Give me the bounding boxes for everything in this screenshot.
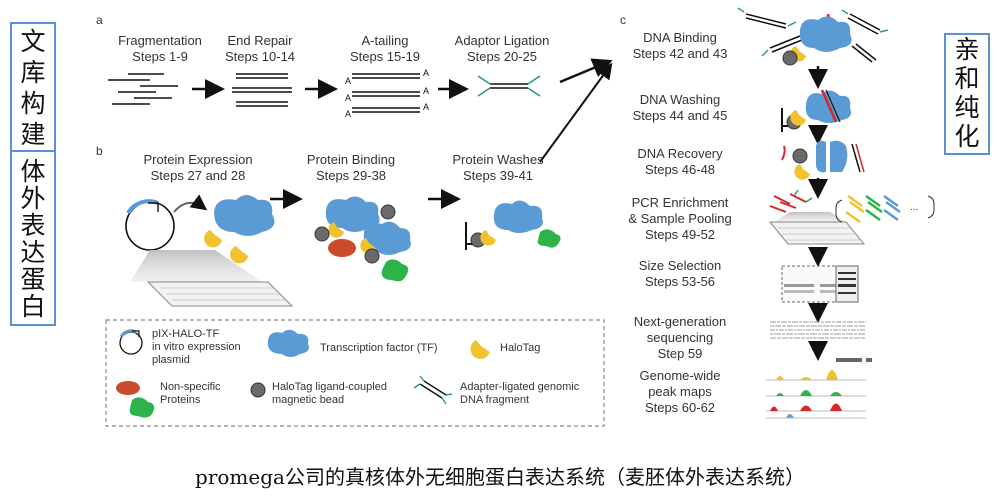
curved-arrow-icon	[173, 194, 208, 213]
protein-wash-icon	[465, 200, 561, 250]
step-protein-washes-steps: Steps 39-41	[463, 168, 533, 183]
legend-nonspecific-green-icon	[129, 397, 155, 418]
c-size-line2: Steps 53-56	[645, 274, 715, 289]
legend-halotag-label: HaloTag	[500, 342, 540, 354]
legend-bead-icon	[250, 382, 266, 398]
legend-nonspecific-line1: Non-specific	[160, 381, 221, 393]
plasmid-icon	[125, 199, 175, 251]
arrow-b-to-c	[539, 62, 613, 163]
dna-recovery-icon	[781, 140, 865, 180]
a-tailed-dna-icon	[352, 73, 420, 113]
expression-plate-icon	[146, 281, 294, 307]
panel-a-letter: a	[96, 13, 103, 27]
c-pcr-line1: PCR Enrichment	[632, 195, 729, 210]
step-fragmentation-name: Fragmentation	[118, 33, 202, 48]
legend-dna-line2: DNA fragment	[460, 394, 529, 406]
legend-nonspecific-red-icon	[116, 381, 140, 395]
a-tail-left-1: A	[345, 76, 351, 86]
c-ngs-line2: sequencing	[647, 330, 714, 345]
dna-binding-icon	[737, 7, 889, 66]
c-ngs-line1: Next-generation	[634, 314, 727, 329]
tf-halotag-complex-icon	[204, 195, 275, 248]
c-dna-recovery-line1: DNA Recovery	[637, 146, 723, 161]
legend-dna-line1: Adapter-ligated genomic	[460, 381, 580, 393]
step-end-repair-steps: Steps 10-14	[225, 49, 295, 64]
c-dna-recovery-line2: Steps 46-48	[645, 162, 715, 177]
expression-plate-beam	[130, 250, 262, 282]
legend-tf-icon	[267, 329, 309, 357]
legend-plasmid-line2: in vitro expression	[152, 341, 241, 353]
legend-tf-label: Transcription factor (TF)	[320, 342, 438, 354]
pcr-ellipsis: ...	[910, 202, 918, 213]
step-a-tailing-steps: Steps 15-19	[350, 49, 420, 64]
legend-nonspecific-line2: Proteins	[160, 394, 201, 406]
end-repaired-dna-icon	[232, 73, 292, 107]
step-end-repair-name: End Repair	[227, 33, 293, 48]
legend-halotag-icon	[470, 340, 490, 359]
legend-bead-line2: magnetic bead	[272, 394, 344, 406]
c-dna-washing-line1: DNA Washing	[640, 92, 720, 107]
c-dna-washing-line2: Steps 44 and 45	[633, 108, 728, 123]
c-pcr-line3: Steps 49-52	[645, 227, 715, 242]
a-tail-right-1: A	[423, 68, 429, 78]
legend-plasmid-line3: plasmid	[152, 354, 190, 366]
c-pcr-line2: & Sample Pooling	[628, 211, 731, 226]
dna-washing-icon	[781, 89, 851, 132]
label-library-construction: 文 库 构 建	[10, 22, 56, 152]
adaptor-ligated-dna-icon	[477, 75, 541, 97]
c-peaks-line3: Steps 60-62	[645, 400, 715, 415]
legend-plasmid-line1: pIX-HALO-TF	[152, 328, 220, 340]
c-peaks-line1: Genome-wide	[640, 368, 721, 383]
label-affinity-purification: 亲 和 纯 化	[944, 33, 990, 155]
legend-dna-icon	[413, 375, 453, 405]
step-protein-binding-steps: Steps 29-38	[316, 168, 386, 183]
c-size-line1: Size Selection	[639, 258, 721, 273]
panel-c-letter: c	[620, 13, 626, 27]
legend-bead-line1: HaloTag ligand-coupled	[272, 381, 387, 393]
ngs-reads-icon	[770, 321, 866, 339]
step-fragmentation-steps: Steps 1-9	[132, 49, 188, 64]
a-tail-left-3: A	[345, 109, 351, 119]
pcr-enrichment-icon: ...	[768, 189, 935, 245]
legend-box	[105, 319, 605, 427]
step-adaptor-ligation-steps: Steps 20-25	[467, 49, 537, 64]
step-protein-washes-name: Protein Washes	[452, 152, 544, 167]
halotag-free-icon	[230, 246, 248, 264]
c-dna-binding-line2: Steps 42 and 43	[633, 46, 728, 61]
step-protein-expression-name: Protein Expression	[143, 152, 252, 167]
fragmented-dna-icon	[108, 73, 178, 105]
step-adaptor-ligation-name: Adaptor Ligation	[455, 33, 550, 48]
label-in-vitro-expression: 体 外 表 达 蛋 白	[10, 150, 56, 326]
protein-binding-mixture-icon	[314, 196, 411, 282]
size-selection-gel-icon	[781, 265, 859, 303]
c-ngs-line3: Step 59	[658, 346, 703, 361]
panel-b-letter: b	[96, 144, 103, 158]
step-protein-expression-steps: Steps 27 and 28	[151, 168, 246, 183]
a-tail-right-3: A	[423, 102, 429, 112]
peak-maps-icon	[766, 358, 872, 419]
c-peaks-line2: peak maps	[648, 384, 712, 399]
legend-plasmid-icon	[119, 329, 143, 355]
step-protein-binding-name: Protein Binding	[307, 152, 395, 167]
figure-caption: promega公司的真核体外无细胞蛋白表达系统（麦胚体外表达系统）	[195, 465, 805, 489]
c-dna-binding-line1: DNA Binding	[643, 30, 717, 45]
a-tail-left-2: A	[345, 93, 351, 103]
a-tail-right-2: A	[423, 86, 429, 96]
step-a-tailing-name: A-tailing	[362, 33, 409, 48]
